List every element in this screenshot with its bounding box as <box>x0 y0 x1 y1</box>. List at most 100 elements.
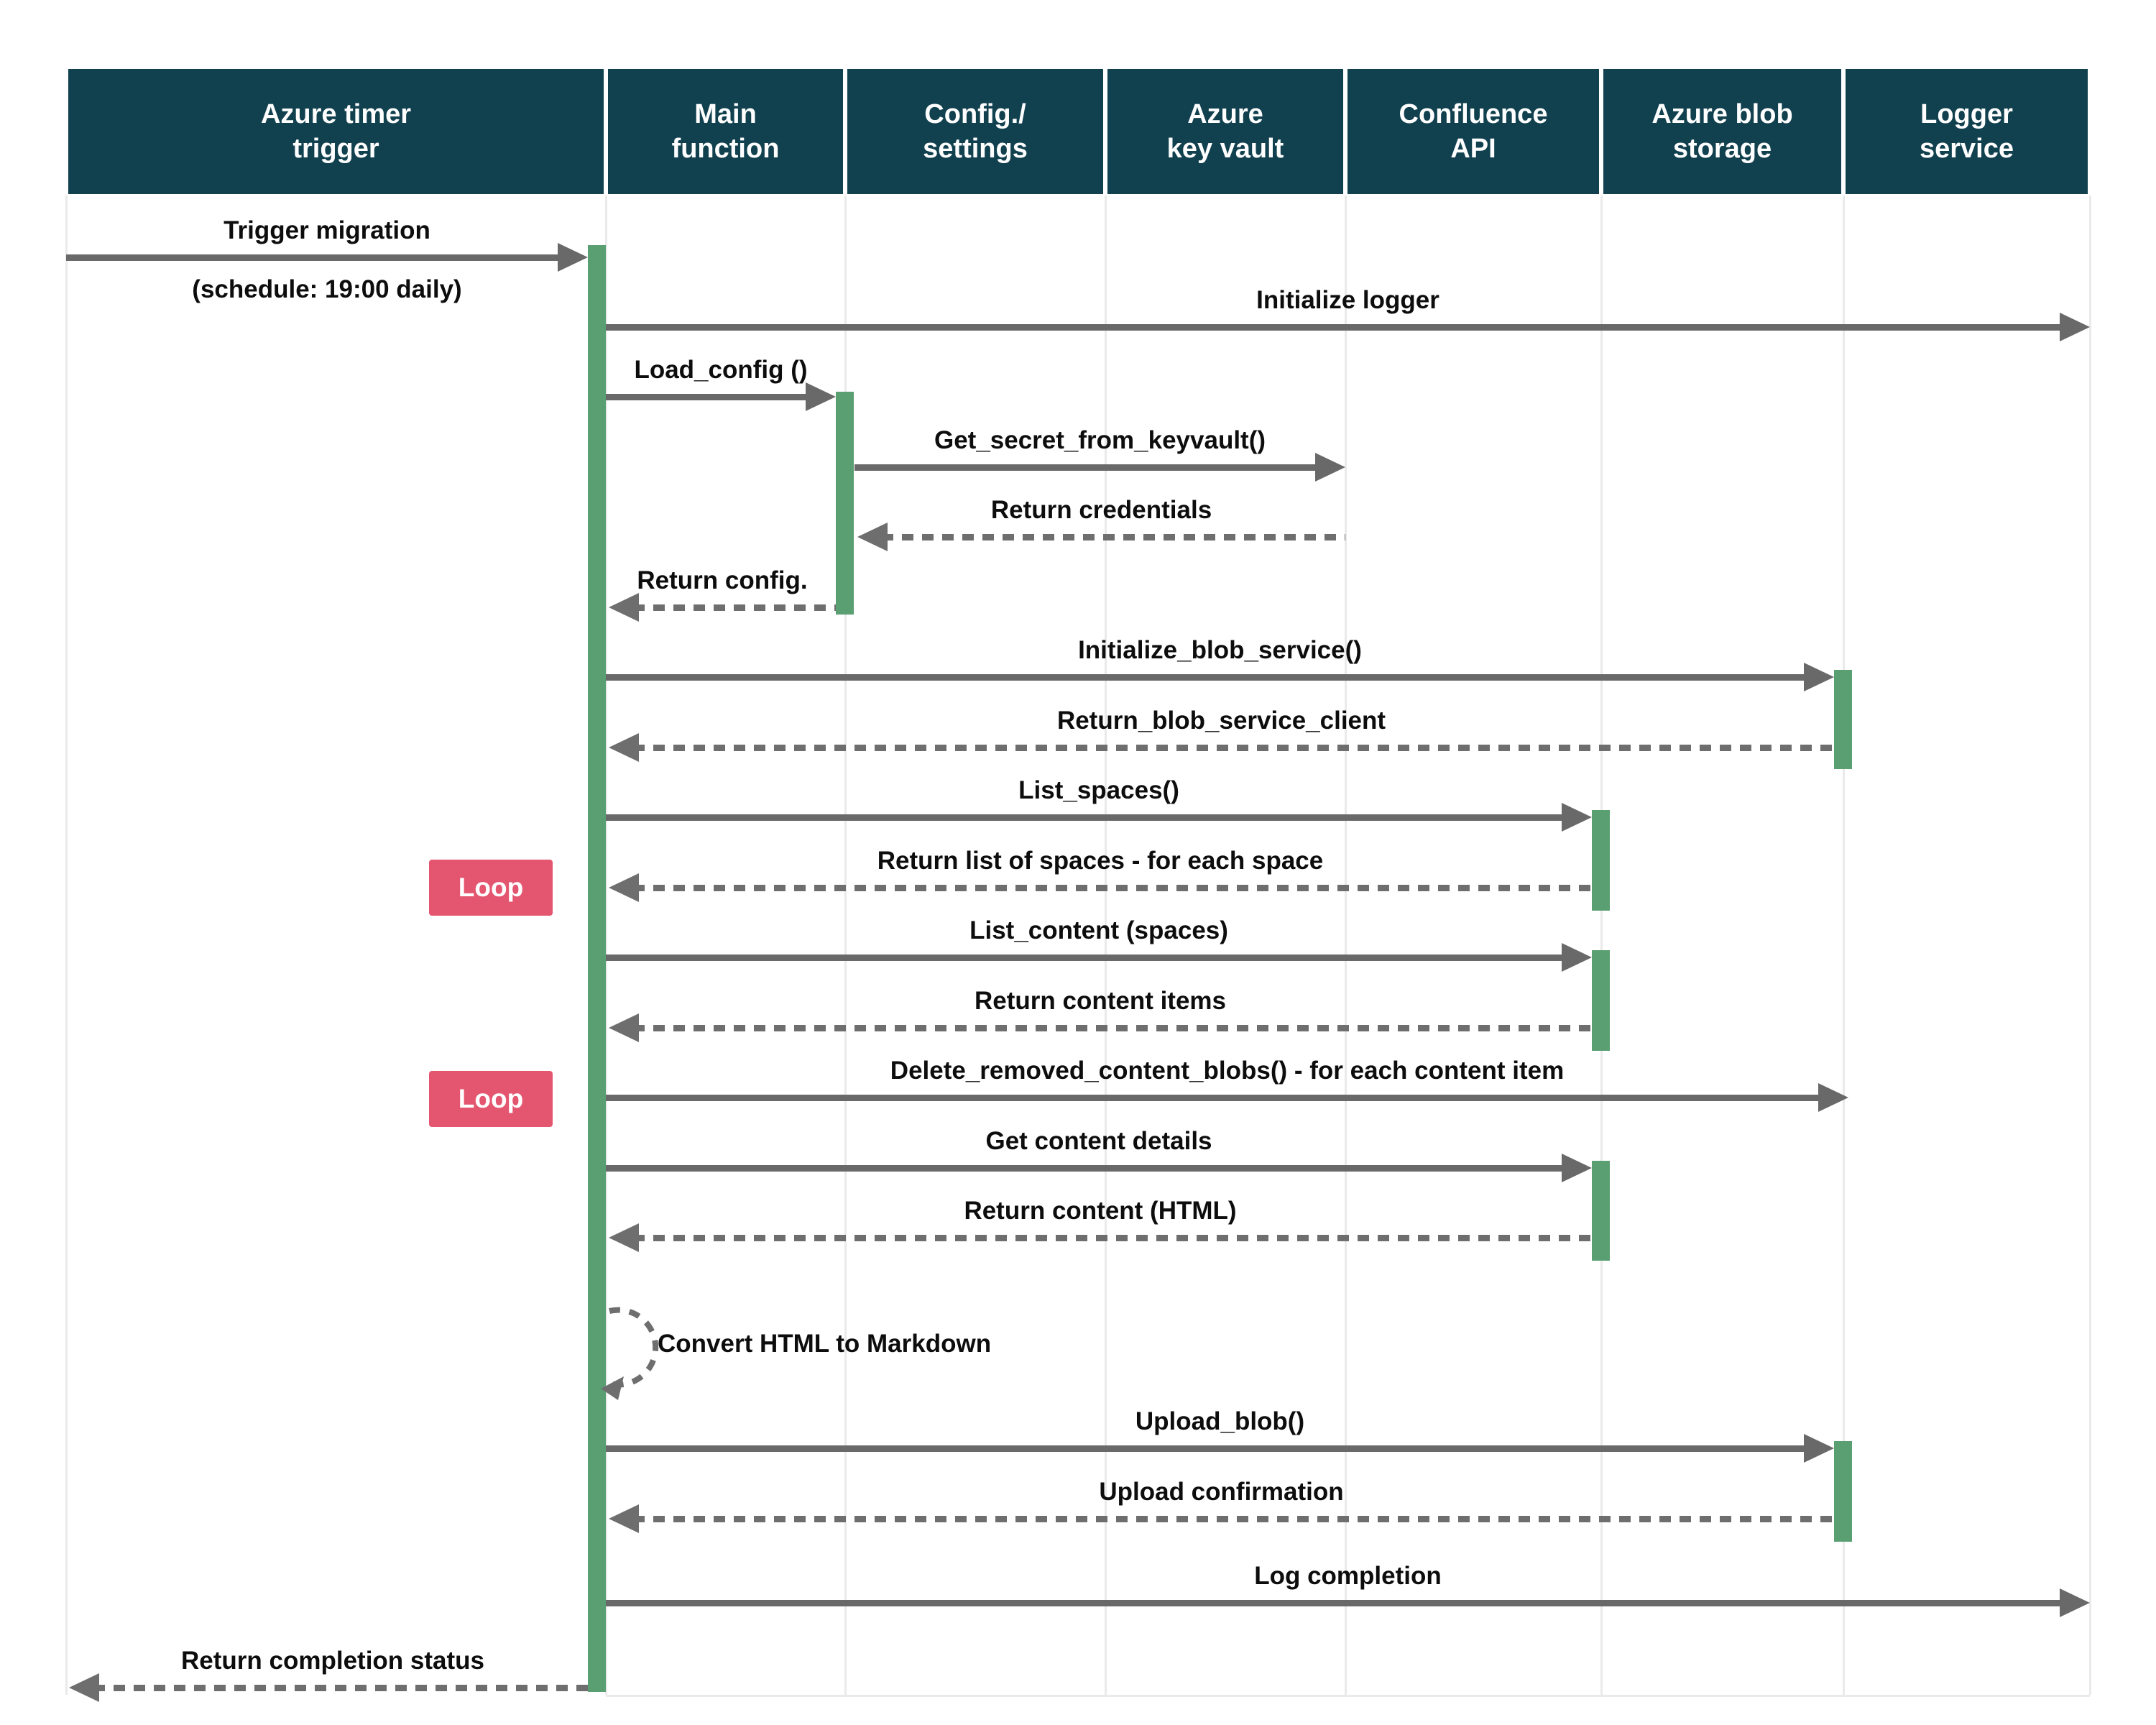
arrowhead-upload-blob <box>1804 1434 1834 1463</box>
arrowhead-return-list-of-spaces <box>609 873 639 902</box>
activation-config-settings <box>836 392 854 615</box>
lifeline-2 <box>844 196 847 1695</box>
participant-label-line1: Azure <box>1187 99 1263 129</box>
arrowhead-log-completion <box>2060 1588 2090 1617</box>
participant-label-line1: Config./ <box>924 99 1026 129</box>
message-label-return-content-html: Return content (HTML) <box>964 1197 1237 1225</box>
message-line-return-content-items <box>633 1025 1592 1031</box>
lifeline-5 <box>1600 196 1603 1695</box>
participant-label-line1: Confluence <box>1399 99 1548 129</box>
message-sublabel-trigger-migration: (schedule: 19:00 daily) <box>192 275 462 303</box>
message-label-list-spaces: List_spaces() <box>1018 776 1179 804</box>
lifeline-0 <box>65 196 68 1695</box>
participant-azure-key-vault: Azure key vault <box>1107 69 1343 194</box>
arrowhead-list-content <box>1562 943 1592 972</box>
lifeline-1 <box>605 196 607 1695</box>
message-line-return-content-html <box>633 1235 1592 1241</box>
participant-main-function: Main function <box>608 69 843 194</box>
self-message-label: Convert HTML to Markdown <box>658 1330 992 1358</box>
message-line-return-config <box>633 604 836 611</box>
lifeline-4 <box>1345 196 1347 1695</box>
loop-badge-1: Loop <box>429 860 553 916</box>
participant-label-line2: API <box>1450 134 1496 164</box>
arrowhead-get-secret-from-keyvault <box>1315 453 1345 482</box>
message-label-return-credentials: Return credentials <box>990 496 1212 524</box>
participant-label-line2: key vault <box>1166 134 1284 164</box>
lifeline-7 <box>2089 196 2091 1695</box>
message-label-initialize-logger: Initialize logger <box>1256 286 1439 314</box>
message-label-return-content-items: Return content items <box>974 987 1227 1015</box>
message-line-upload-confirmation <box>633 1516 1834 1522</box>
message-line-initialize-logger <box>606 324 2065 331</box>
arrowhead-delete-removed-content-blobs <box>1818 1083 1848 1112</box>
self-message-arc-convert-html-to-markdown <box>601 1307 659 1400</box>
arrowhead-return-config <box>609 593 639 622</box>
arrowhead-return-credentials <box>857 523 888 551</box>
message-line-return-completion-status <box>93 1685 596 1691</box>
arrowhead-initialize-blob-service <box>1804 663 1834 691</box>
participant-label-line2: function <box>671 134 780 164</box>
participant-label-line1: Main <box>694 99 757 129</box>
message-label-return-blob-service-client: Return_blob_service_client <box>1056 707 1386 735</box>
message-line-list-spaces <box>606 814 1567 821</box>
message-line-get-secret-from-keyvault <box>854 464 1321 471</box>
message-label-trigger-migration: Trigger migration <box>224 216 430 244</box>
participant-label-line1: Azure timer <box>260 99 412 129</box>
message-line-delete-removed-content-blobs <box>606 1095 1824 1101</box>
lifeline-6 <box>1843 196 1845 1695</box>
message-line-get-content-details <box>606 1165 1567 1172</box>
message-label-upload-confirmation: Upload confirmation <box>1099 1478 1344 1506</box>
message-label-load-config: Load_config () <box>634 356 808 384</box>
arrowhead-load-config <box>806 382 836 411</box>
message-label-log-completion: Log completion <box>1254 1562 1442 1590</box>
message-line-trigger-migration <box>66 254 563 261</box>
arrowhead-upload-confirmation <box>609 1504 639 1533</box>
arrowhead-get-content-details <box>1562 1154 1592 1182</box>
activation-main-function <box>588 245 606 1692</box>
lifeline-3 <box>1105 196 1107 1695</box>
message-label-delete-removed-content-blobs: Delete_removed_content_blobs() - for eac… <box>890 1057 1565 1085</box>
message-line-initialize-blob-service <box>606 674 1810 681</box>
self-message-arrowhead <box>601 1376 624 1400</box>
activation-blob-storage-2 <box>1834 1441 1852 1542</box>
message-label-initialize-blob-service: Initialize_blob_service() <box>1078 636 1362 664</box>
message-label-return-list-of-spaces: Return list of spaces - for each space <box>877 847 1324 875</box>
participant-config-settings: Config./ settings <box>847 69 1103 194</box>
message-label-list-content: List_content (spaces) <box>969 916 1228 944</box>
grid-bottom-border <box>606 1695 2090 1697</box>
message-line-return-blob-service-client <box>633 745 1834 751</box>
participant-label-line2: trigger <box>292 134 379 164</box>
participant-azure-blob-storage: Azure blob storage <box>1603 69 1841 194</box>
self-message-arc-path <box>605 1307 659 1388</box>
activation-confluence-3 <box>1592 1161 1610 1261</box>
message-line-log-completion <box>606 1600 2065 1606</box>
participant-logger-service: Logger service <box>1846 69 2088 194</box>
message-line-list-content <box>606 954 1567 961</box>
message-line-return-list-of-spaces <box>633 885 1592 891</box>
participant-label-line2: settings <box>923 134 1028 164</box>
message-line-return-credentials <box>882 534 1345 540</box>
participant-label-line2: service <box>1919 134 2014 164</box>
arrowhead-return-blob-service-client <box>609 733 639 762</box>
message-line-load-config <box>606 394 811 400</box>
message-line-upload-blob <box>606 1445 1810 1452</box>
arrowhead-return-content-items <box>609 1013 639 1042</box>
message-label-get-secret-from-keyvault: Get_secret_from_keyvault() <box>934 426 1266 454</box>
message-label-return-config: Return config. <box>637 566 808 594</box>
participant-label-line2: storage <box>1672 134 1772 164</box>
loop-badge-2: Loop <box>429 1071 553 1127</box>
activation-confluence-1 <box>1592 810 1610 911</box>
arrowhead-return-completion-status <box>69 1673 99 1702</box>
participant-label-line1: Azure blob <box>1651 99 1793 129</box>
arrowhead-trigger-migration <box>558 243 588 272</box>
participant-label-line1: Logger <box>1920 99 2013 129</box>
message-label-upload-blob: Upload_blob() <box>1135 1407 1305 1435</box>
activation-confluence-2 <box>1592 950 1610 1051</box>
message-label-get-content-details: Get content details <box>985 1127 1212 1155</box>
participant-azure-timer-trigger: Azure timer trigger <box>68 69 604 194</box>
arrowhead-return-content-html <box>609 1223 639 1252</box>
message-label-return-completion-status: Return completion status <box>181 1647 484 1675</box>
activation-blob-storage-1 <box>1834 670 1852 769</box>
